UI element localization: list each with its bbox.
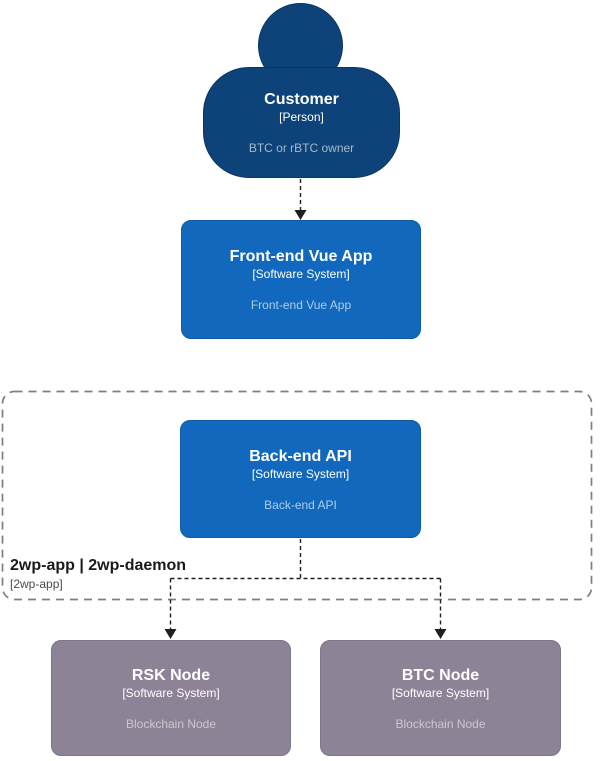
node-description: Back-end API [264, 497, 337, 512]
node-description: Blockchain Node [395, 716, 486, 731]
node-customer: Customer [Person] BTC or rBTC owner [203, 67, 400, 178]
node-frontend-vue-app: Front-end Vue App [Software System] Fron… [181, 220, 421, 339]
node-description: Blockchain Node [125, 716, 217, 731]
boundary-title: 2wp-app | 2wp-daemon [10, 557, 187, 574]
node-meta: [Software System] [391, 685, 490, 700]
node-btc: BTC Node [Software System] Blockchain No… [320, 640, 561, 756]
node-title: Back-end API [249, 447, 352, 465]
arrowhead-btc [434, 629, 447, 639]
node-meta: [Person] [279, 110, 324, 124]
node-title: RSK Node [131, 666, 211, 684]
node-title: Front-end Vue App [229, 248, 373, 265]
arrowhead-frontend [294, 210, 307, 220]
node-meta: [Software System] [251, 466, 350, 481]
arrowhead-rsk [164, 629, 177, 639]
node-description: BTC or rBTC owner [248, 141, 355, 155]
node-title: BTC Node [401, 666, 480, 684]
node-rsk: RSK Node [Software System] Blockchain No… [51, 640, 291, 756]
boundary-label: 2wp-app | 2wp-daemon [2wp-app] [10, 556, 186, 592]
node-title: Customer [264, 91, 339, 108]
node-description: Front-end Vue App [250, 298, 352, 312]
node-meta: [Software System] [122, 685, 220, 700]
edge-backend-nodes [169, 539, 442, 630]
node-meta: [Software System] [252, 267, 350, 281]
node-backend-api: Back-end API [Software System] Back-end … [180, 420, 421, 538]
boundary-meta: [2wp-app] [10, 577, 63, 591]
